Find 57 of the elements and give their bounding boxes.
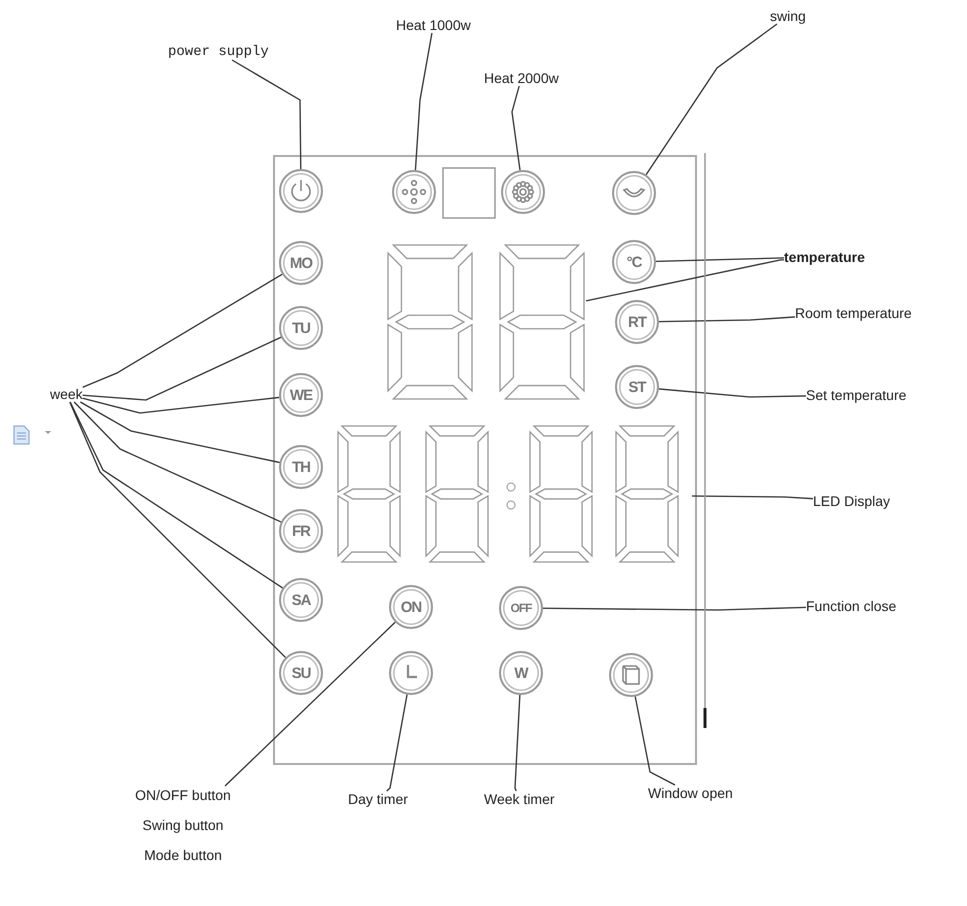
indicator-circle: [612, 171, 656, 215]
indicator-circle: [279, 169, 323, 213]
leader-line: [82, 336, 282, 401]
indicator-symbol: °C: [612, 240, 656, 284]
indicator-circle: [609, 653, 653, 697]
callout-label: Swing button: [142, 817, 224, 833]
leader-line: [514, 694, 520, 792]
leader-line: [586, 259, 784, 302]
leader-line: [634, 696, 676, 786]
leader-line: [386, 694, 408, 792]
callout-label: Window open: [648, 785, 733, 801]
leader-line: [232, 59, 302, 169]
callout-label: Week timer: [484, 791, 555, 807]
indicator-symbol: TU: [279, 306, 323, 350]
callout-label: Heat 2000w: [484, 70, 559, 86]
indicator-symbol: SU: [279, 651, 323, 695]
leader-line: [658, 388, 806, 398]
callout-label: LED Display: [813, 493, 890, 509]
leader-line: [414, 32, 433, 170]
leader-line: [224, 622, 396, 787]
indicator-circle: [392, 170, 436, 214]
callout-label: Mode button: [144, 847, 222, 863]
leader-line: [74, 402, 282, 523]
indicator-circle: [501, 170, 545, 214]
indicator-symbol: ON: [389, 585, 433, 629]
indicator-symbol: ST: [615, 365, 659, 409]
callout-label: Set temperature: [806, 387, 906, 403]
leader-line: [543, 606, 806, 611]
indicator-symbol: MO: [279, 241, 323, 285]
callout-label: Function close: [806, 598, 896, 614]
indicator-circle: [389, 651, 433, 695]
callout-label: temperature: [784, 249, 865, 265]
lcd-panel: [273, 155, 697, 765]
leader-line: [70, 402, 283, 588]
indicator-symbol: RT: [615, 300, 659, 344]
callout-label: swing: [770, 8, 806, 24]
callout-label: Day timer: [348, 791, 408, 807]
indicator-symbol: FR: [279, 509, 323, 553]
leader-line: [656, 257, 784, 262]
indicator-symbol: TH: [279, 445, 323, 489]
indicator-symbol: SA: [279, 578, 323, 622]
indicator-symbol: W: [499, 651, 543, 695]
leader-line: [658, 316, 796, 322]
leader-line: [69, 402, 286, 658]
callout-label: Heat 1000w: [396, 17, 471, 33]
callout-label: week: [50, 386, 83, 402]
callout-label: power supply: [168, 44, 269, 60]
leader-line: [511, 86, 521, 170]
callout-label: Room temperature: [795, 305, 912, 321]
leader-line: [692, 495, 814, 500]
callout-label: ON/OFF button: [135, 787, 231, 803]
leader-line: [80, 401, 280, 464]
indicator-symbol: WE: [279, 373, 323, 417]
leader-line: [82, 396, 280, 414]
indicator-symbol: OFF: [499, 586, 543, 630]
leader-line: [646, 23, 778, 176]
leader-line: [82, 274, 282, 388]
